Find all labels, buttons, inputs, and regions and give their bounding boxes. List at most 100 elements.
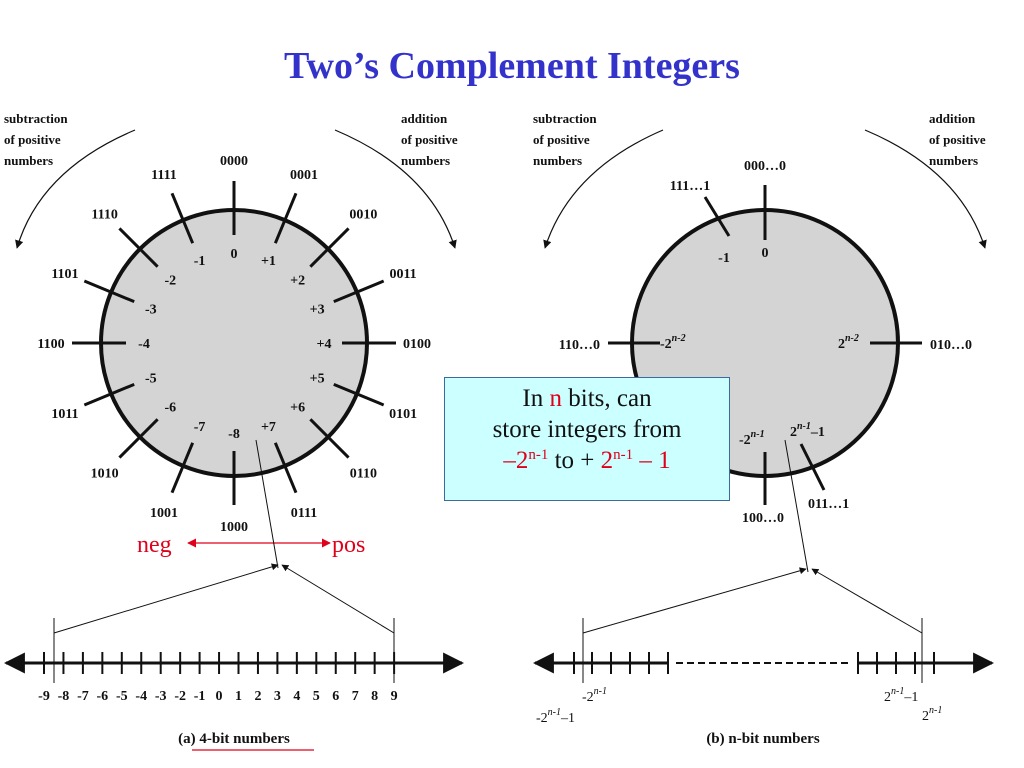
right-subtraction-note-1: subtraction	[533, 111, 597, 126]
info-line-1: In n bits, can	[522, 385, 652, 412]
left-ring-bits: 1011	[51, 407, 78, 422]
left-ring-bits: 1000	[220, 520, 248, 535]
left-ring-value: -2	[165, 273, 177, 288]
left-axis-label: 5	[313, 689, 320, 704]
left-ring-bits: 0111	[291, 506, 317, 521]
info-line-2: store integers from	[492, 416, 682, 443]
right-val-bottom-right: 2n-1–1	[790, 421, 825, 440]
left-subtraction-note-3: numbers	[4, 153, 53, 168]
left-axis-label: 8	[371, 689, 378, 704]
left-subtraction-note-1: subtraction	[4, 111, 68, 126]
left-axis-label: -9	[38, 689, 50, 704]
right-tick-bottom-right	[799, 443, 826, 491]
left-ring-value: -4	[138, 337, 150, 352]
left-ring-value: +2	[290, 273, 305, 288]
right-addition-arrow	[864, 129, 987, 249]
left-ring-bits: 1110	[91, 208, 117, 223]
left-ring-bits: 0100	[403, 337, 431, 352]
left-ring-value: -6	[165, 401, 177, 416]
right-val-left: -2n-2	[660, 333, 686, 352]
right-bits-left: 110…0	[559, 338, 600, 353]
left-ring-value: 0	[231, 247, 238, 262]
left-addition-note-2: of positive	[401, 132, 458, 147]
left-axis-label: -2	[174, 689, 186, 704]
left-ring-tick	[333, 279, 385, 304]
left-ring-value: +5	[310, 371, 325, 386]
right-subtraction-note-3: numbers	[533, 153, 582, 168]
left-axis-label: 3	[274, 689, 281, 704]
right-pointer-to-end	[811, 568, 923, 634]
left-ring-value: -8	[228, 427, 240, 442]
left-ring-tick	[83, 279, 135, 304]
right-addition-note-1: addition	[929, 111, 976, 126]
right-addition-note-2: of positive	[929, 132, 986, 147]
right-val-top: 0	[762, 246, 769, 261]
left-ring-value: +6	[290, 401, 305, 416]
info-box: In n bits, can store integers from –2n-1…	[444, 377, 730, 501]
left-ring-value: +4	[317, 337, 332, 352]
left-ring-value: +7	[261, 420, 276, 435]
left-ring-tick	[170, 192, 195, 244]
info-line-3: –2n-1 to + 2n-1 – 1	[503, 447, 671, 474]
left-ring-tick	[118, 418, 159, 459]
left-addition-note-3: numbers	[401, 153, 450, 168]
left-addition-note-1: addition	[401, 111, 448, 126]
left-addition-arrow	[334, 129, 457, 249]
right-bits-top-left: 111…1	[670, 179, 710, 194]
right-axis-label-l1: -2n-1	[582, 686, 607, 705]
left-ring-tick	[170, 442, 195, 494]
left-subtraction-arrow	[15, 129, 136, 249]
right-pointer-to-start	[582, 567, 807, 634]
left-axis-label: -7	[77, 689, 89, 704]
left-axis-label: -6	[97, 689, 109, 704]
right-val-bottom: -2n-1	[739, 429, 765, 448]
left-ring-bits: 0001	[290, 168, 318, 183]
left-axis-label: -3	[155, 689, 167, 704]
left-pointer-to-end	[281, 564, 395, 634]
left-axis-label: 4	[293, 689, 300, 704]
right-caption: (b) n-bit numbers	[706, 731, 820, 747]
page-title: Two’s Complement Integers	[284, 45, 740, 87]
left-caption: (a) 4-bit numbers	[178, 731, 290, 747]
right-subtraction-arrow	[543, 129, 664, 249]
right-axis-label-r1: 2n-1–1	[884, 686, 918, 705]
left-ring-value: -3	[145, 303, 157, 318]
left-ring-bits: 0010	[349, 208, 377, 223]
left-ring-tick	[309, 227, 350, 268]
left-ring-bits: 0000	[220, 154, 248, 169]
left-pointer-stem	[255, 439, 279, 569]
left-ring-value: -5	[145, 371, 157, 386]
left-ring-tick	[273, 442, 298, 494]
left-axis-label: -5	[116, 689, 128, 704]
left-ring-value: -1	[194, 254, 206, 269]
left-ring-tick	[83, 382, 135, 407]
right-addition-note-3: numbers	[929, 153, 978, 168]
left-caption-main: 4-bit numbers	[199, 731, 290, 747]
left-ring-tick	[333, 382, 385, 407]
right-axis-label-r2: 2n-1	[922, 705, 942, 724]
right-bits-bottom: 100…0	[742, 511, 784, 526]
left-axis-label: 9	[391, 689, 398, 704]
right-pointer-stem	[784, 439, 809, 573]
neg-label: neg	[137, 532, 172, 558]
left-ring-bits: 1101	[51, 267, 78, 282]
left-ring-tick	[273, 192, 298, 244]
left-axis-label: -4	[135, 689, 147, 704]
left-ring-bits: 0101	[389, 407, 417, 422]
left-ring-bits: 0011	[389, 267, 416, 282]
left-ring-bits: 1111	[151, 168, 177, 183]
right-bits-bottom-right: 011…1	[808, 497, 849, 512]
right-axis-ticks	[573, 652, 935, 674]
left-ring-bits: 0110	[350, 466, 377, 481]
right-val-right: 2n-2	[838, 333, 859, 352]
left-axis-label: -8	[58, 689, 70, 704]
left-axis-label: 1	[235, 689, 242, 704]
left-ring-value: -7	[194, 420, 206, 435]
left-axis-label: 0	[216, 689, 223, 704]
left-axis-label: 7	[352, 689, 359, 704]
right-subtraction-note-2: of positive	[533, 132, 590, 147]
right-axis-label-l2: -2n-1–1	[536, 707, 575, 726]
left-ring-value: +3	[310, 303, 325, 318]
